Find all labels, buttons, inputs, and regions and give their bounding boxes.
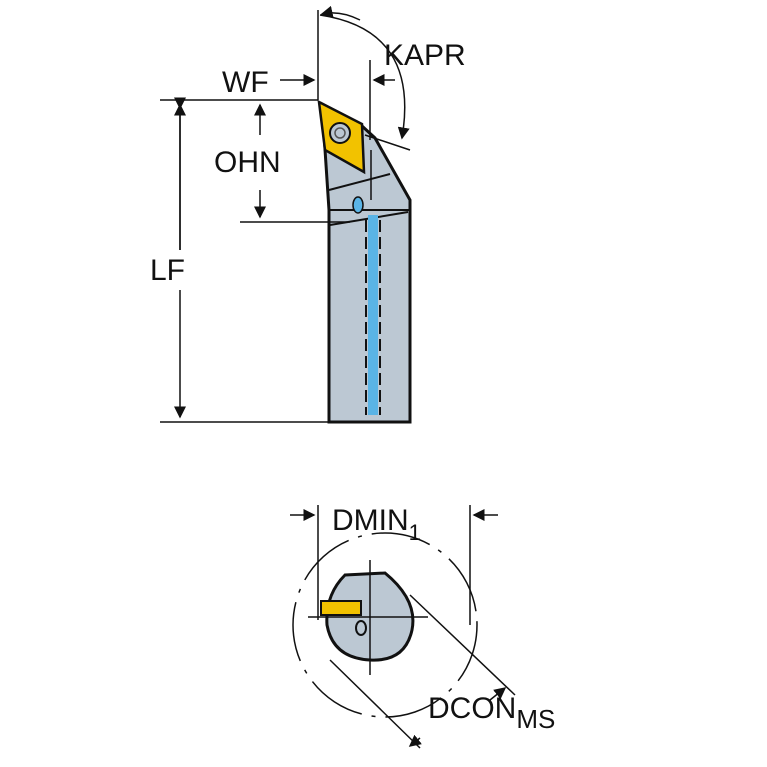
coolant-outlet bbox=[352, 196, 364, 214]
lf-label: LF bbox=[150, 254, 185, 287]
dmin-label: DMIN1 bbox=[332, 504, 421, 545]
dimension-lines bbox=[160, 5, 411, 423]
dcon-label: DCONMS bbox=[428, 692, 555, 734]
coolant-channel bbox=[368, 215, 378, 415]
tool-end-view bbox=[292, 532, 478, 718]
insert-screw-icon bbox=[329, 122, 351, 144]
end-insert bbox=[320, 600, 362, 616]
kapr-label: KAPR bbox=[384, 39, 466, 72]
wf-label: WF bbox=[222, 66, 269, 99]
tool-side-view bbox=[317, 99, 412, 424]
end-dimension-lines bbox=[290, 505, 516, 749]
ohn-label: OHN bbox=[214, 146, 281, 179]
dcon-circle bbox=[292, 532, 478, 718]
